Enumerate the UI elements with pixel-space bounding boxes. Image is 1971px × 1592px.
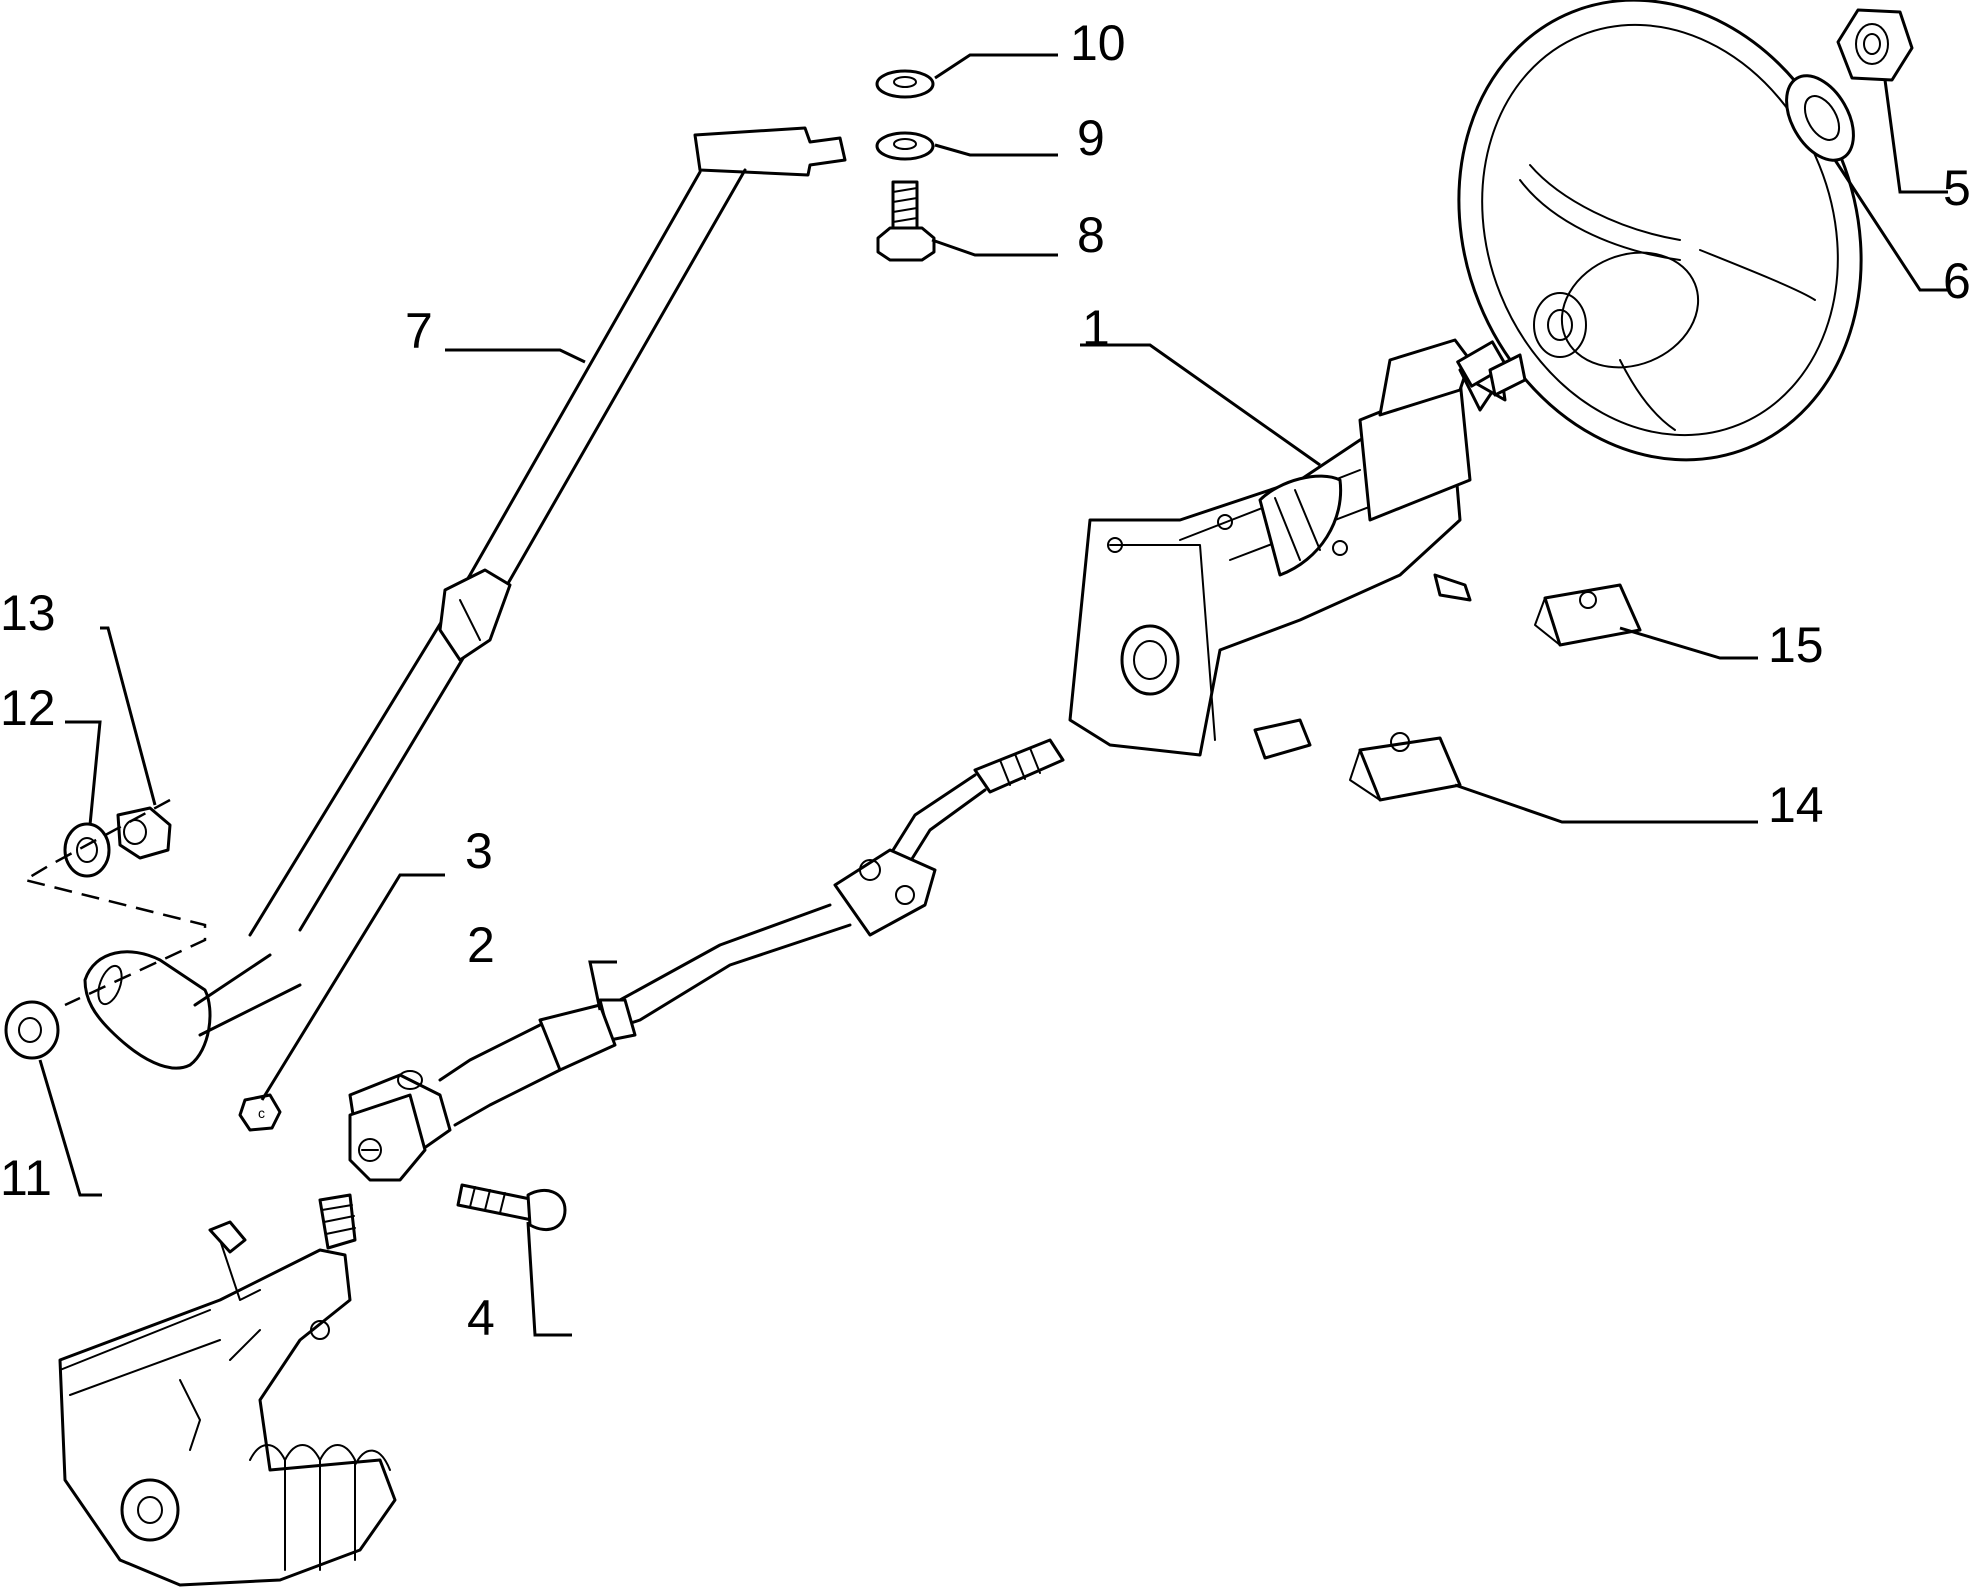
washer-part-6 [1785,74,1855,162]
callout-15: 15 [1768,617,1824,673]
callout-10: 10 [1070,15,1126,71]
svg-text:c: c [258,1105,265,1121]
callout-1: 1 [1082,300,1110,356]
bolt-part-8 [876,180,936,262]
callout-2: 2 [467,917,495,973]
steering-wheel [1457,0,1863,462]
nut-part-5 [1836,8,1914,82]
nut-part-3: c [238,1093,282,1132]
callout-6: 6 [1943,253,1971,309]
mounting-guide-lines [21,798,207,1007]
washer-part-11 [4,1000,60,1060]
strut-bar-part-7 [83,126,847,1070]
callout-12: 12 [0,680,56,736]
washer-part-12 [63,822,111,878]
clip-nut-part-15 [1534,583,1642,647]
washer-part-9 [875,131,935,161]
steering-rack-housing [58,1193,397,1587]
leader-lines [38,53,1948,1337]
bolt-part-4 [456,1183,567,1231]
callout-5: 5 [1943,160,1971,216]
callout-11: 11 [0,1150,52,1206]
callout-13: 13 [0,585,56,641]
intermediate-shaft-part-2 [348,738,1065,1182]
callout-7: 7 [405,303,433,359]
clip-nut-part-14 [1349,732,1462,802]
steering-column-part-1 [1068,338,1527,760]
callout-8: 8 [1077,207,1105,263]
washer-part-10 [875,69,935,99]
callout-3: 3 [465,823,493,879]
callout-9: 9 [1077,110,1105,166]
callout-14: 14 [1768,777,1824,833]
callout-labels: 1 2 3 4 5 6 7 8 9 10 11 12 13 14 15 [0,15,1971,1346]
callout-4: 4 [467,1290,495,1346]
